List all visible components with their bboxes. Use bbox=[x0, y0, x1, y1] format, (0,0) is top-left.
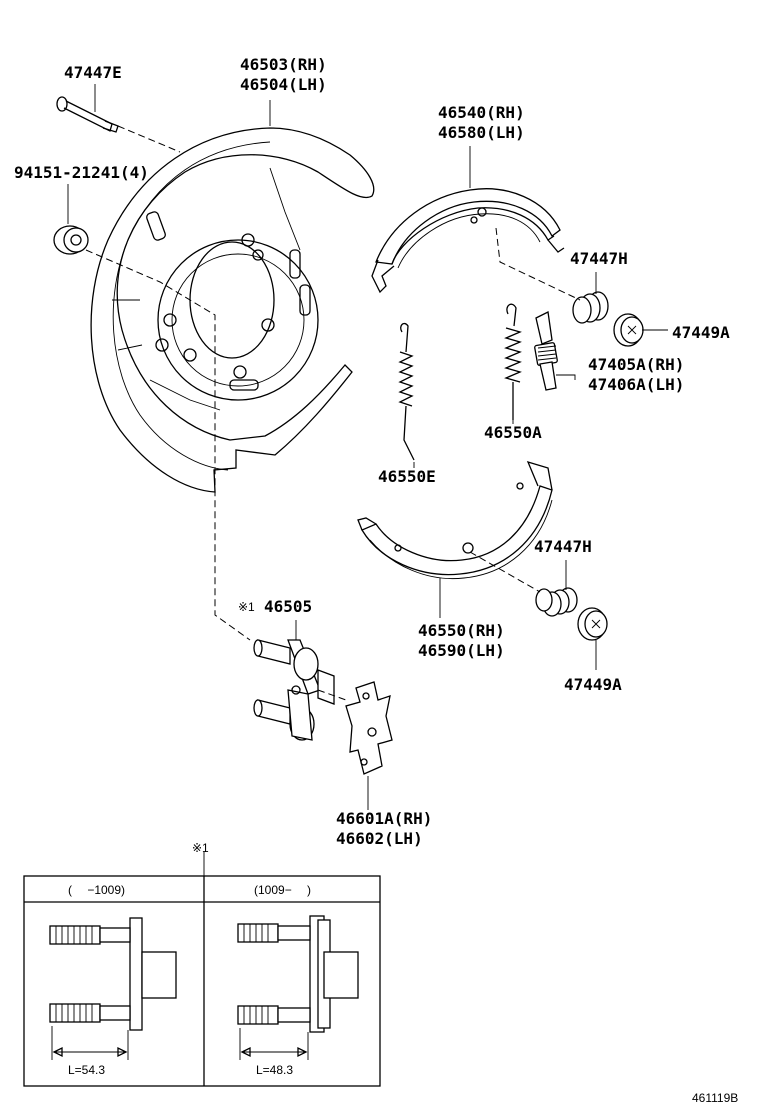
footer-code: 461119B bbox=[692, 1091, 738, 1105]
label-46550: 46550(RH) bbox=[418, 621, 505, 640]
hold-down-spring-lower bbox=[535, 587, 578, 617]
inset-left-dim: L=54.3 bbox=[68, 1063, 105, 1077]
upper-brake-shoe bbox=[371, 188, 565, 294]
label-46504: 46504(LH) bbox=[240, 75, 327, 94]
label-46601a: 46601A(RH) bbox=[336, 809, 432, 828]
inset-marker: ※1 bbox=[192, 841, 209, 855]
label-46550e: 46550E bbox=[378, 467, 436, 486]
label-46505: 46505 bbox=[264, 597, 312, 616]
label-94151: 94151-21241(4) bbox=[14, 163, 149, 182]
pin-47447e bbox=[56, 96, 119, 133]
inset-right-header: (1009− ) bbox=[254, 883, 311, 897]
label-46503: 46503(RH) bbox=[240, 55, 327, 74]
label-47447h-upper: 47447H bbox=[570, 249, 628, 268]
hold-down-spring-upper bbox=[572, 291, 609, 324]
inset-right-hub: L=48.3 bbox=[237, 915, 359, 1077]
inset-box: ※1 ( −1009) (1009− ) L=54.3 bbox=[23, 841, 381, 1087]
hub-bolt-46505 bbox=[253, 639, 335, 741]
inset-left-hub: L=54.3 bbox=[49, 917, 177, 1077]
retainer-lower bbox=[577, 607, 608, 641]
label-46540: 46540(RH) bbox=[438, 103, 525, 122]
backing-plate bbox=[90, 127, 375, 493]
label-46580: 46580(LH) bbox=[438, 123, 525, 142]
lower-brake-shoe bbox=[357, 460, 553, 580]
retainer-upper bbox=[613, 313, 644, 347]
label-47449a-upper: 47449A bbox=[672, 323, 730, 342]
bolt-94151 bbox=[53, 225, 89, 255]
label-47447e: 47447E bbox=[64, 63, 122, 82]
inset-right-dim: L=48.3 bbox=[256, 1063, 293, 1077]
label-47447h-lower: 47447H bbox=[534, 537, 592, 556]
part-labels: 47447E 46503(RH) 46504(LH) 94151-21241(4… bbox=[14, 55, 730, 848]
spring-46550e bbox=[398, 322, 415, 461]
spring-46550a bbox=[504, 303, 522, 420]
inset-left-header: ( −1009) bbox=[68, 883, 125, 897]
leader-lines bbox=[67, 84, 668, 876]
label-46550a: 46550A bbox=[484, 423, 542, 442]
label-46590: 46590(LH) bbox=[418, 641, 505, 660]
label-47449a-lower: 47449A bbox=[564, 675, 622, 694]
adjuster-47405a bbox=[534, 311, 576, 391]
parking-lever-46601a bbox=[345, 681, 393, 810]
label-46602: 46602(LH) bbox=[336, 829, 423, 848]
label-47406a: 47406A(LH) bbox=[588, 375, 684, 394]
label-47405a: 47405A(RH) bbox=[588, 355, 684, 374]
label-46505-marker: ※1 bbox=[238, 600, 255, 614]
